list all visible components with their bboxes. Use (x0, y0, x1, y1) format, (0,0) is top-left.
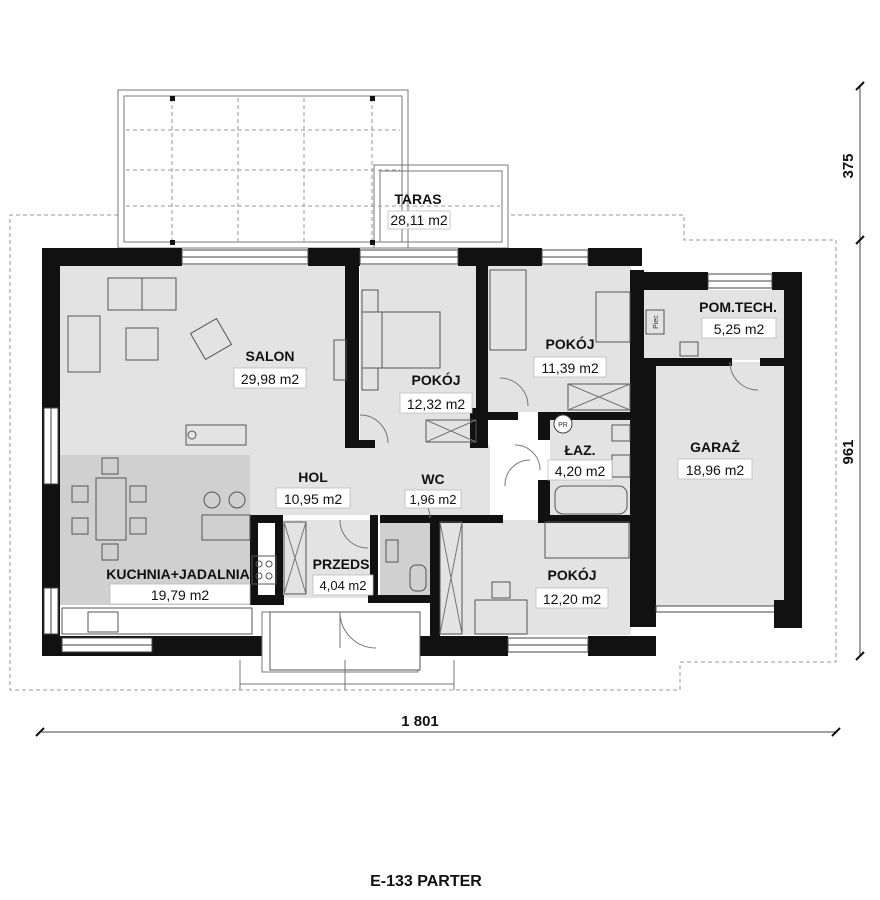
laz-name: ŁAZ. (564, 442, 595, 458)
piec-label: Piec (653, 315, 660, 329)
salon-area: 29,98 m2 (241, 371, 300, 387)
plan-caption: E-133 PARTER (370, 873, 482, 890)
kuchnia-area: 19,79 m2 (151, 587, 210, 603)
entrance-porch (239, 611, 455, 690)
width-dimension: 1 801 (401, 713, 439, 730)
przeds-name: PRZEDS. (313, 556, 374, 572)
hol-area: 10,95 m2 (284, 491, 343, 507)
pomtech-area: 5,25 m2 (714, 321, 765, 337)
wc-area: 1,96 m2 (410, 492, 457, 507)
height-dimension: 961 (840, 439, 857, 464)
furniture (61, 269, 699, 635)
roof-outline (9, 214, 837, 691)
pokoj1-area: 12,32 m2 (407, 396, 466, 412)
salon-name: SALON (246, 348, 295, 364)
pokoj3-name: POKÓJ (547, 566, 596, 583)
pr-label: PR (558, 422, 568, 429)
room-labels: TARAS 28,11 m2 SALON 29,98 m2 POKÓJ 12,3… (106, 191, 777, 609)
pokoj2-area: 11,39 m2 (541, 360, 599, 376)
pokoj3-area: 12,20 m2 (543, 591, 602, 607)
terrace-dimension: 375 (840, 153, 857, 178)
kuchnia-name: KUCHNIA+JADALNIA (106, 566, 250, 582)
pr-symbol (553, 414, 573, 434)
pokoj1-name: POKÓJ (411, 371, 460, 388)
taras-name: TARAS (394, 191, 441, 207)
dimension-lines (35, 81, 865, 737)
taras-area: 28,11 m2 (390, 212, 448, 228)
pomtech-name: POM.TECH. (699, 299, 777, 315)
pokoj2-name: POKÓJ (545, 335, 594, 352)
laz-area: 4,20 m2 (555, 463, 606, 479)
garaz-name: GARAŻ (690, 439, 740, 455)
hol-name: HOL (298, 469, 328, 485)
przeds-area: 4,04 m2 (320, 578, 367, 593)
windows (43, 249, 786, 653)
garaz-area: 18,96 m2 (686, 462, 745, 478)
wc-name: WC (421, 471, 444, 487)
terrace-pergola (117, 89, 509, 249)
